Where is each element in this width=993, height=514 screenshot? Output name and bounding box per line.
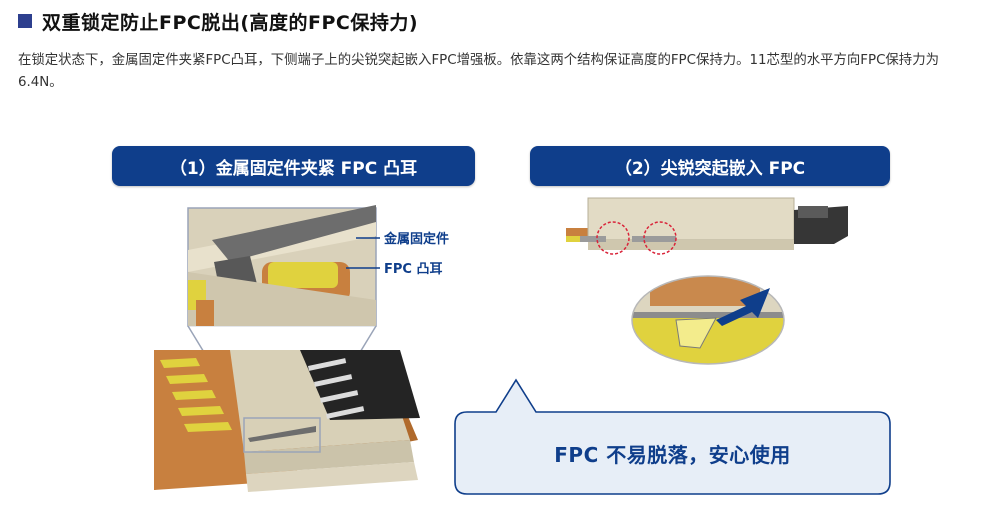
zoom-ellipse xyxy=(631,275,785,365)
section-heading: 双重锁定防止FPC脱出(高度的FPC保持力) xyxy=(18,8,418,34)
heading-square-icon xyxy=(18,14,32,28)
panel-right-label: （2）尖锐突起嵌入 FPC xyxy=(530,146,890,186)
bubble-text: FPC 不易脱落，安心使用 xyxy=(554,442,791,467)
cross-section-illustration xyxy=(566,197,848,255)
callout-fpc-tab: FPC 凸耳 xyxy=(384,262,443,277)
connector-illustration xyxy=(154,350,420,492)
callout-metal-fitting: 金属固定件 xyxy=(384,232,450,247)
section-title: 双重锁定防止FPC脱出(高度的FPC保持力) xyxy=(42,11,419,34)
speech-bubble xyxy=(454,378,891,495)
section-description: 在锁定状态下，金属固定件夹紧FPC凸耳，下侧端子上的尖锐突起嵌入FPC增强板。依… xyxy=(18,53,939,90)
panel-left-label: （1）金属固定件夹紧 FPC 凸耳 xyxy=(112,146,475,186)
zoom-inset xyxy=(187,205,377,327)
